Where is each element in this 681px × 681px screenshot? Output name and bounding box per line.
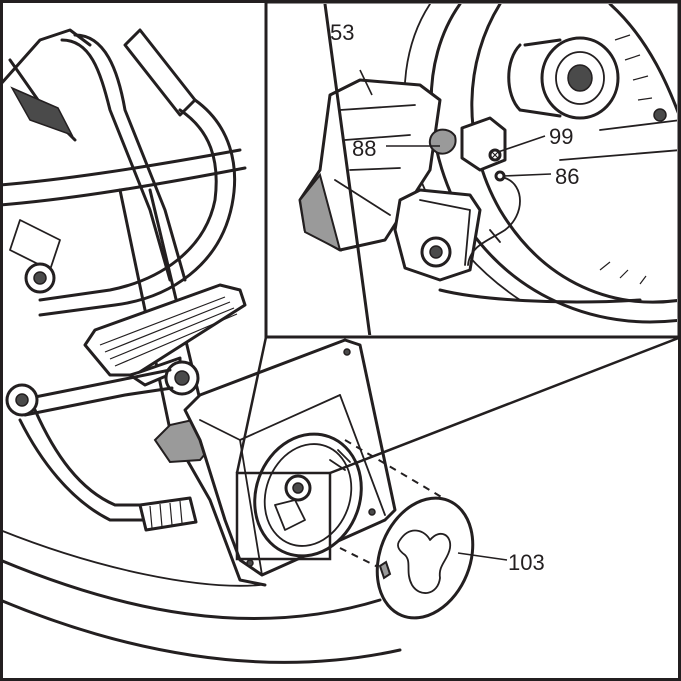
part-103-side-cover bbox=[375, 496, 475, 620]
zoom-connector bbox=[235, 335, 681, 475]
callout-103: 103 bbox=[508, 550, 545, 575]
leader-103 bbox=[457, 552, 508, 561]
leader-53 bbox=[359, 69, 373, 96]
callout-86: 86 bbox=[555, 164, 579, 189]
callout-99: 99 bbox=[549, 124, 573, 149]
install-guide-lines bbox=[339, 439, 456, 569]
detail-inset: 53 88 99 86 bbox=[264, 0, 681, 339]
leader-99 bbox=[497, 135, 546, 153]
callout-53: 53 bbox=[330, 20, 354, 45]
leader-86 bbox=[502, 173, 552, 177]
elliptical-machine bbox=[0, 28, 402, 664]
callout-88: 88 bbox=[352, 136, 376, 161]
